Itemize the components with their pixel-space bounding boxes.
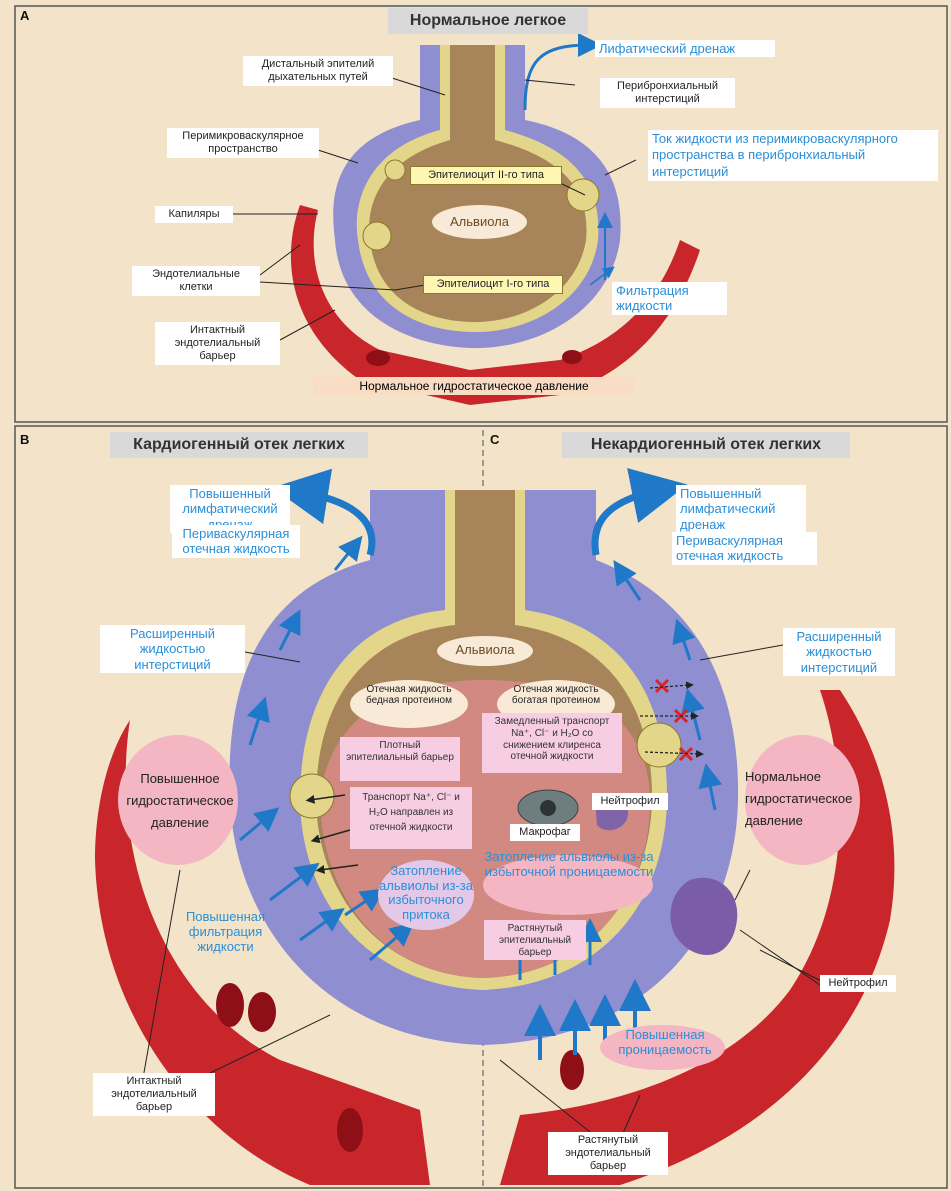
dense-epithelial-barrier-label: Плотный эпителиальный барьер [340, 737, 460, 781]
epithelial-type2-label: Эпителиоцит II-го типа [410, 166, 562, 185]
endothelial-cells-label: Эндотелиальные клетки [132, 266, 260, 296]
c-stretched-epithelial-label: Растянутый эпителиальный барьер [484, 920, 586, 960]
b-transport-label: Транспорт Na⁺, Cl⁻ и H₂O направлен из от… [350, 787, 472, 849]
panel-b-letter: B [20, 432, 29, 447]
c-increased-permeability-label: Повышенная проницаемость [605, 1028, 725, 1058]
b-expanded-interstitium-label: Расширенный жидкостью интерстиций [100, 625, 245, 673]
panel-c-title: Некардиогенный отек легких [562, 432, 850, 458]
normal-pressure-label-a: Нормальное гидростатическое давление [313, 377, 635, 395]
c-neutrophil-label-2: Нейтрофил [820, 975, 896, 992]
fluid-flow-label: Ток жидкости из перимикроваскулярного пр… [648, 130, 938, 181]
b-increased-pressure-label: Повышенное гидростатическое давление [100, 768, 260, 834]
c-neutrophil-label-1: Нейтрофил [592, 793, 668, 810]
b-edema-protein-poor-label: Отечная жидкость бедная протеином [350, 680, 468, 728]
panel-a-letter: A [20, 8, 29, 23]
b-flooding-label: Затопление альвиолы из-за избыточного пр… [372, 864, 480, 922]
distal-epithelium-label: Дистальный эпителий дыхательных путей [243, 56, 393, 86]
c-slowed-transport-label: Замедленный транспорт Na⁺, Cl⁻ и H₂O со … [482, 713, 622, 773]
c-expanded-interstitium-label: Расширенный жидкостью интерстиций [783, 628, 895, 676]
alveola-label-a: Альвиола [432, 205, 527, 239]
b-perivascular-fluid-label: Периваскулярная отечная жидкость [172, 525, 300, 558]
panel-b-title: Кардиогенный отек легких [110, 432, 368, 458]
fluid-filtration-label: Фильтрация жидкости [612, 282, 727, 315]
intact-barrier-label-a: Интактный эндотелиальный барьер [155, 322, 280, 365]
perimicrovascular-space-label: Перимикроваскулярное пространство [167, 128, 319, 158]
panel-c-letter: C [490, 432, 499, 447]
panel-a-title: Нормальное легкое [388, 8, 588, 34]
c-perivascular-fluid-label: Периваскулярная отечная жидкость [672, 532, 817, 565]
alveola-label-bc: Альвиола [437, 636, 533, 666]
c-stretched-endothelial-label: Растянутый эндотелиальный барьер [548, 1132, 668, 1175]
c-flooding-label: Затопление альвиолы из-за избыточной про… [484, 850, 654, 879]
lymph-drainage-label: Лифатический дренаж [595, 40, 775, 57]
c-normal-pressure-label: Нормальное гидростатическое давление [745, 766, 895, 832]
c-macrophage-label: Макрофаг [510, 824, 580, 841]
b-intact-barrier-label: Интактный эндотелиальный барьер [93, 1073, 215, 1116]
b-increased-filtration-label: Повышенная фильтрация жидкости [168, 910, 283, 955]
peribronchial-interstitium-label: Перибронхиальный интерстиций [600, 78, 735, 108]
c-lymph-drainage-label: Повышенный лимфатический дренаж [676, 485, 806, 533]
epithelial-type1-label: Эпителиоцит I-го типа [423, 275, 563, 294]
capillary-label: Капиляры [155, 206, 233, 223]
